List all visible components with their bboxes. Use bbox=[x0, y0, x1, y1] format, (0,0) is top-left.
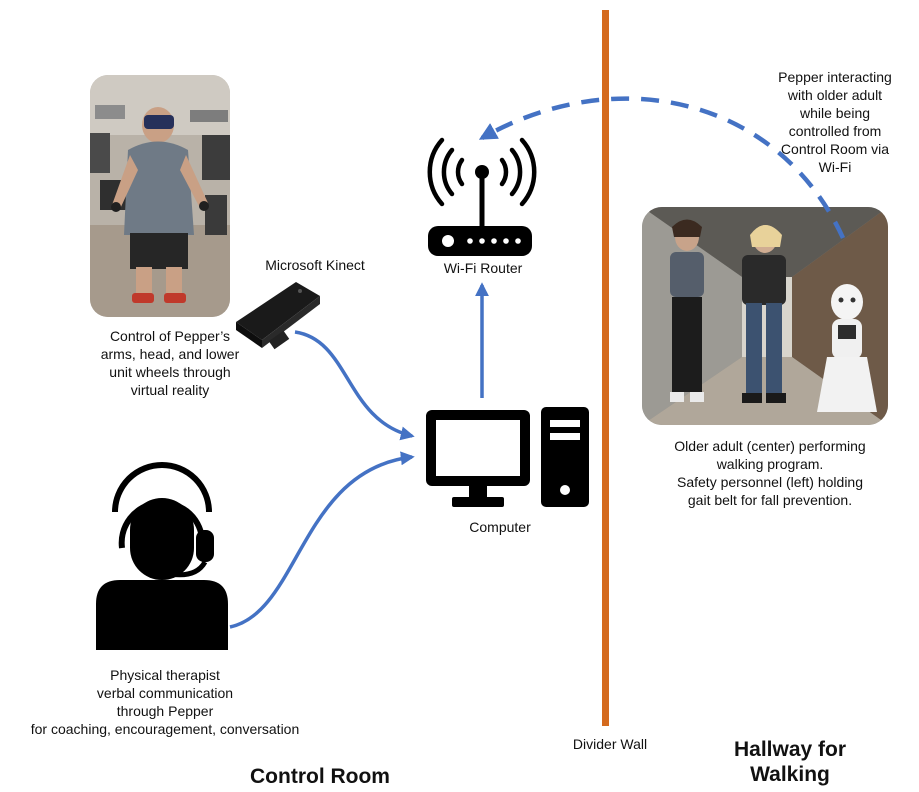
title-line: Hallway for bbox=[733, 738, 847, 761]
caption-line: arms, head, and lower bbox=[100, 346, 240, 362]
control-room-title: Control Room bbox=[200, 764, 440, 789]
caption-line: Physical therapist bbox=[110, 667, 220, 683]
arrow-therapist-to-computer bbox=[229, 451, 415, 629]
kinect-label: Microsoft Kinect bbox=[265, 257, 365, 273]
desktop-computer-icon bbox=[426, 407, 589, 507]
caption-line: Pepper interacting bbox=[778, 69, 892, 85]
caption-line: Control Room via bbox=[780, 141, 890, 157]
title-line: Control Room bbox=[250, 765, 390, 788]
microsoft-kinect-icon bbox=[236, 282, 320, 350]
caption-line: verbal communication bbox=[96, 685, 234, 701]
caption-line: Safety personnel (left) holding bbox=[677, 474, 863, 490]
caption-line: controlled from bbox=[788, 123, 882, 139]
arrow-kinect-to-computer bbox=[294, 330, 415, 441]
hallway-photo-caption: Older adult (center) performing walking … bbox=[640, 437, 900, 509]
caption-line: gait belt for fall prevention. bbox=[687, 492, 853, 508]
caption-line: virtual reality bbox=[130, 382, 210, 398]
caption-line: with older adult bbox=[787, 87, 883, 103]
headset-person-icon bbox=[96, 462, 228, 650]
caption-line: while being bbox=[799, 105, 871, 121]
caption-line: Older adult (center) performing bbox=[674, 438, 866, 454]
router-label: Wi-Fi Router bbox=[443, 260, 523, 276]
caption-line: through Pepper bbox=[116, 703, 214, 719]
hallway-walking-photo bbox=[642, 207, 888, 425]
caption-line: unit wheels through bbox=[109, 364, 231, 380]
caption-line: Wi-Fi bbox=[818, 159, 852, 175]
arrow-pepper-to-router-wifi bbox=[478, 96, 846, 239]
caption-line: Control of Pepper’s bbox=[109, 328, 231, 344]
computer-label: Computer bbox=[469, 519, 531, 535]
hallway-title: Hallway for Walking bbox=[690, 737, 890, 787]
vr-control-caption: Control of Pepper’s arms, head, and lowe… bbox=[60, 327, 280, 399]
vr-operator-photo bbox=[90, 75, 230, 317]
caption-line: for coaching, encouragement, conversatio… bbox=[30, 721, 300, 737]
caption-line: walking program. bbox=[716, 456, 824, 472]
pepper-wifi-caption: Pepper interacting with older adult whil… bbox=[755, 68, 915, 176]
therapist-caption: Physical therapist verbal communication … bbox=[0, 666, 330, 738]
title-line: Walking bbox=[750, 763, 830, 786]
divider-wall-label: Divider Wall bbox=[572, 736, 648, 752]
wifi-router-icon bbox=[427, 137, 537, 229]
divider-wall bbox=[602, 10, 609, 726]
